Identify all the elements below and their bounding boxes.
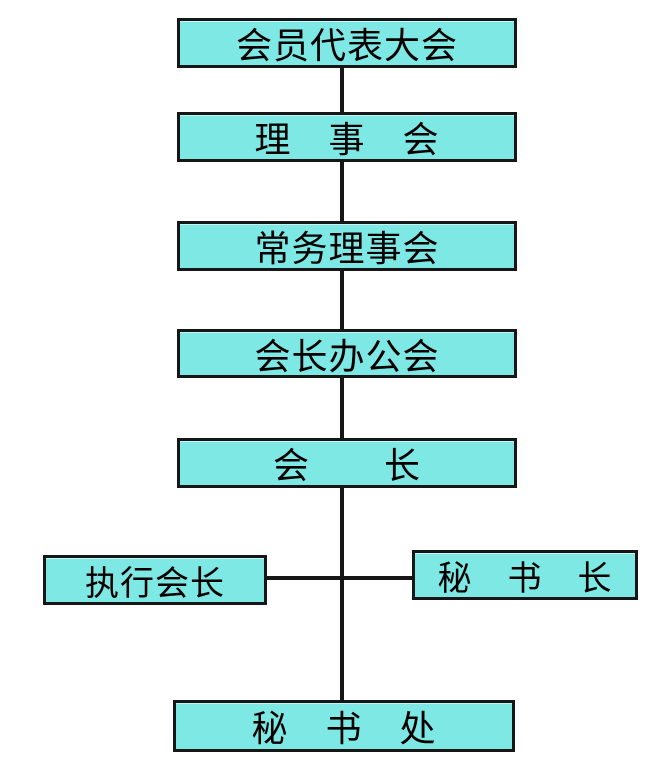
org-box-secretariat: 秘 书 处 [173,700,515,752]
org-box-standing-council-label: 常务理事会 [254,229,440,269]
connector-executive-president-secretary-general [265,576,414,580]
org-box-secretariat-label: 秘 书 处 [251,709,437,749]
org-box-council-label: 理 事 会 [254,120,440,160]
org-box-member-congress: 会员代表大会 [177,18,517,68]
connector-member-congress-council [340,66,344,114]
org-box-secretary-general-label: 秘 书 长 [437,560,613,598]
org-box-executive-president: 执行会长 [43,555,267,605]
org-box-president-office-meeting: 会长办公会 [177,329,517,378]
org-box-standing-council: 常务理事会 [177,221,517,271]
org-box-president-office-meeting-label: 会长办公会 [254,336,440,377]
connector-council-standing-council [340,160,344,223]
org-box-secretary-general: 秘 书 长 [412,550,638,600]
connector-office-meeting-president [340,376,344,440]
connector-standing-council-office-meeting [340,269,344,331]
org-box-executive-president-label: 执行会长 [85,565,225,603]
connector-president-secretariat [340,486,344,702]
org-box-president: 会 长 [177,438,517,488]
org-box-president-label: 会 长 [272,446,421,486]
org-box-member-congress-label: 会员代表大会 [235,26,458,66]
org-box-council: 理 事 会 [177,112,517,162]
